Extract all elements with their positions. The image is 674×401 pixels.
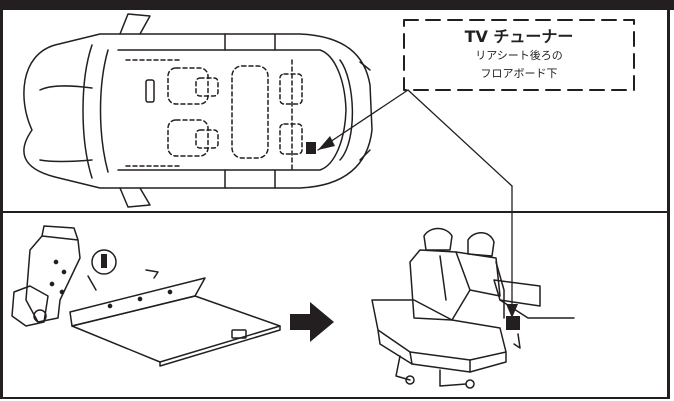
callout-location-line1: リアシート後ろの: [475, 49, 563, 62]
callout-location-line2: フロアボード下: [480, 67, 558, 80]
tv-tuner-callout: TV チューナー リアシート後ろの フロアボード下: [404, 20, 634, 90]
callout-box: [403, 19, 635, 91]
right-arrow-icon: [290, 302, 334, 342]
rear-seat-folded-illustration: [11, 225, 281, 367]
leader-lines: [317, 89, 518, 319]
diagram-frame: [0, 10, 670, 399]
top-bar: [0, 0, 674, 10]
callout-title: TV チューナー: [464, 27, 574, 46]
car-top-view-illustration: [23, 13, 373, 208]
rear-seat-upright-illustration: [371, 227, 575, 389]
